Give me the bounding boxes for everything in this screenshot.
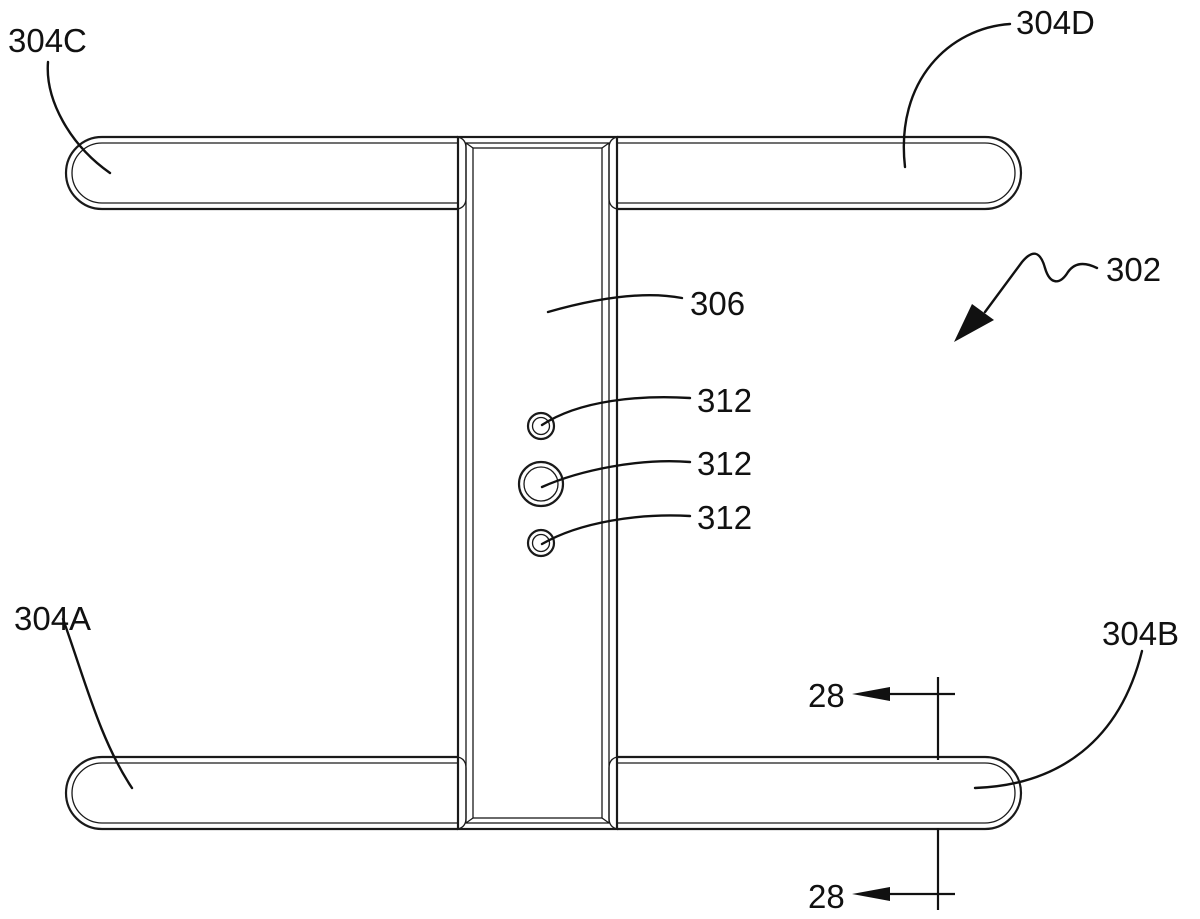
leader-312-top (540, 396, 692, 427)
leader-304D (902, 22, 1012, 169)
label-304B: 304B (1102, 615, 1179, 652)
leader-304B (973, 649, 1144, 790)
leader-306 (546, 293, 684, 314)
leader-312-middle (540, 460, 692, 489)
arm-bottom-left (64, 755, 467, 831)
section-arrow-bottom (852, 887, 890, 901)
center-plate (456, 135, 619, 831)
label-302: 302 (1106, 251, 1161, 288)
label-304A: 304A (14, 600, 91, 637)
assembly-arrow (954, 304, 994, 342)
label-section-28-bottom: 28 (808, 878, 845, 915)
hole-312-bottom (526, 528, 556, 558)
arm-top-left (64, 135, 467, 211)
leader-304C (46, 60, 112, 175)
label-section-28-top: 28 (808, 677, 845, 714)
section-arrow-top (852, 687, 890, 701)
label-312-bottom: 312 (697, 499, 752, 536)
label-304C: 304C (8, 22, 87, 59)
hole-312-middle (517, 460, 565, 508)
label-306: 306 (690, 285, 745, 322)
hole-312-top (526, 411, 556, 441)
arm-bottom-right (608, 755, 1023, 831)
leader-312-bottom (540, 514, 692, 546)
label-304D: 304D (1016, 4, 1095, 41)
arm-top-right (608, 135, 1023, 211)
leader-304A (61, 617, 134, 790)
label-312-top: 312 (697, 382, 752, 419)
section-line-28 (852, 677, 955, 910)
leader-302 (954, 252, 1099, 342)
label-312-middle: 312 (697, 445, 752, 482)
